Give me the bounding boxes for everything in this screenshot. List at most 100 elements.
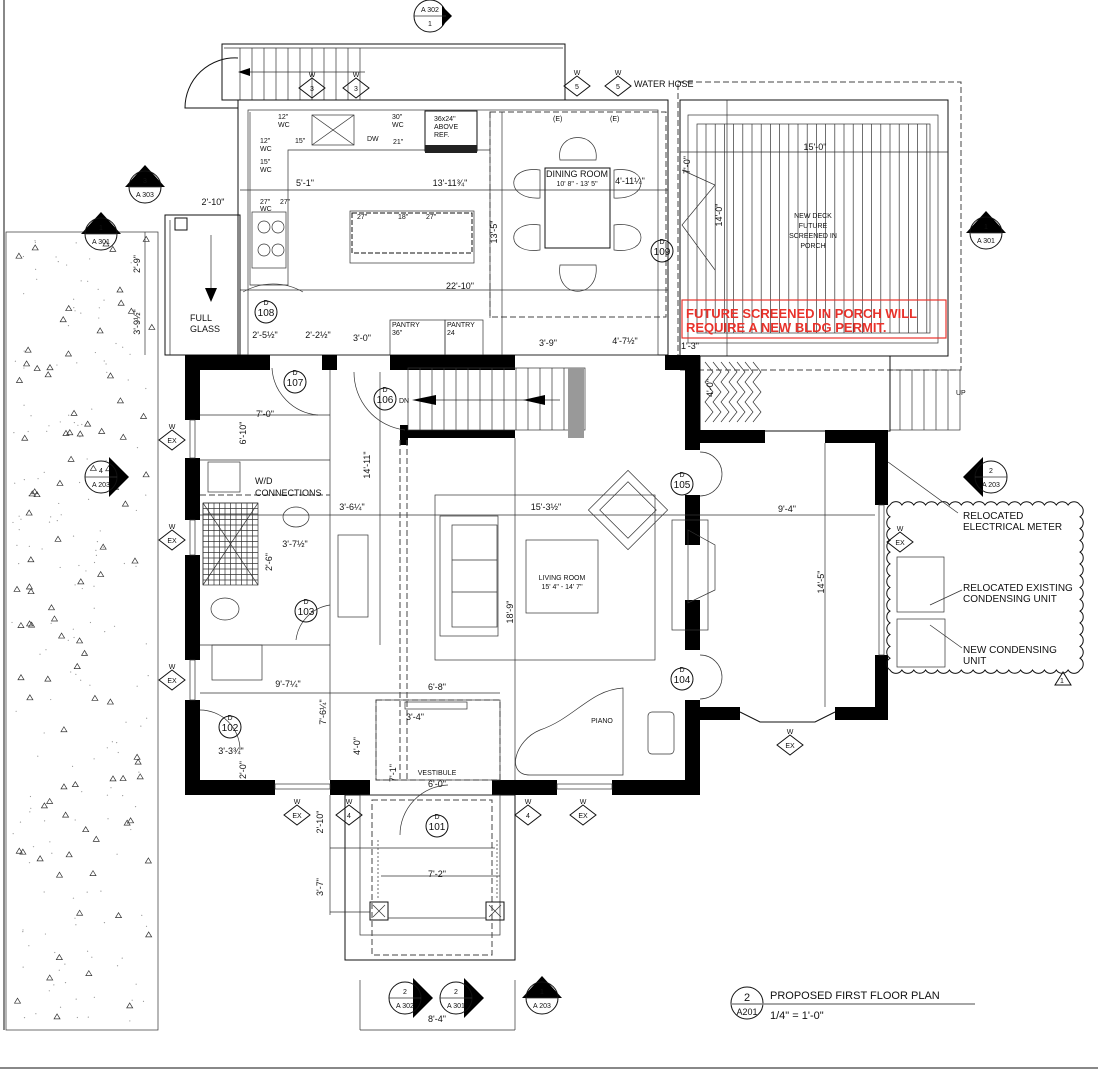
- permit-note-line-1: FUTURE SCREENED IN PORCH WILL: [686, 306, 917, 321]
- room-name-living: LIVING ROOM: [539, 575, 586, 582]
- svg-text:D: D: [679, 667, 684, 674]
- piano-label: PIANO: [591, 718, 613, 725]
- piano: [515, 687, 624, 776]
- svg-text:101: 101: [429, 822, 446, 833]
- window-tag[interactable]: WEX: [569, 799, 597, 826]
- section-marker[interactable]: 2A 203: [963, 457, 1008, 497]
- sink-icon: [311, 114, 355, 146]
- wd-label: CONNECTIONS: [255, 488, 322, 498]
- dining-table: [544, 167, 611, 249]
- window-tag[interactable]: WEX: [158, 664, 186, 691]
- pantry-label: PANTRY: [392, 322, 420, 329]
- dimension-label: 2'-10": [202, 197, 225, 207]
- drawing-title: 2 A201 PROPOSED FIRST FLOOR PLAN 1/4" = …: [730, 986, 975, 1022]
- svg-text:18": 18": [398, 214, 409, 221]
- dimension-label: 2'-6": [264, 553, 274, 571]
- section-marker[interactable]: 4A 203: [84, 457, 129, 497]
- svg-text:4: 4: [347, 813, 351, 820]
- svg-text:A 302: A 302: [396, 1003, 414, 1010]
- deck-label: SCREENED IN: [789, 233, 837, 240]
- svg-text:W: W: [525, 799, 532, 806]
- section-marker[interactable]: 2A 302: [388, 978, 433, 1018]
- dimension-label: 4'-0": [352, 737, 362, 755]
- svg-text:W: W: [897, 526, 904, 533]
- dimension-label: 4'-7½": [612, 336, 637, 346]
- window-tag[interactable]: W4: [514, 799, 542, 826]
- window-tag[interactable]: WEX: [776, 729, 804, 756]
- svg-text:W: W: [169, 424, 176, 431]
- revision-number: 1: [1060, 678, 1064, 685]
- svg-text:WC: WC: [392, 122, 404, 129]
- full-glass-label: GLASS: [190, 324, 220, 334]
- section-marker[interactable]: 1A 301: [81, 212, 121, 251]
- svg-text:27": 27": [260, 199, 271, 206]
- svg-text:D: D: [227, 715, 232, 722]
- section-marker[interactable]: 2A 301: [439, 978, 484, 1018]
- revision-triangle-icon: [1054, 671, 1072, 686]
- new-unit-annotation: NEW CONDENSING: [963, 645, 1057, 656]
- section-marker[interactable]: 1A 203: [522, 976, 562, 1015]
- svg-text:WC: WC: [260, 167, 272, 174]
- svg-text:W: W: [294, 799, 301, 806]
- svg-text:15": 15": [295, 138, 306, 145]
- dimension-label: 2'-2½": [305, 330, 330, 340]
- window-tag[interactable]: W5: [604, 70, 632, 97]
- dimension-label: 14'-11": [362, 451, 372, 478]
- svg-text:1: 1: [99, 225, 103, 232]
- dimension-label: 7'-0": [682, 156, 692, 174]
- dimension-label: 5'-1": [296, 178, 314, 188]
- labels: DINING ROOM 10' 8" - 13' 5" LIVING ROOM …: [190, 79, 1073, 777]
- dimension-label: 14'-5": [816, 571, 826, 594]
- window-tag[interactable]: WEX: [283, 799, 311, 826]
- svg-text:107: 107: [287, 378, 304, 389]
- dimension-label: 3'-6¼": [339, 502, 364, 512]
- pantry-label: 24: [447, 330, 455, 337]
- dimension-label: 18'-9": [505, 601, 515, 624]
- window-tag[interactable]: W4: [335, 799, 363, 826]
- window-tag[interactable]: WEX: [158, 424, 186, 451]
- window-tag[interactable]: W5: [563, 70, 591, 97]
- svg-text:A 301: A 301: [977, 238, 995, 245]
- svg-text:D: D: [659, 239, 664, 246]
- room-name-vestibule: VESTIBULE: [418, 770, 457, 777]
- svg-text:D: D: [434, 814, 439, 821]
- dimension-label: 14'-0": [714, 204, 724, 227]
- window-tag[interactable]: W3: [342, 72, 370, 99]
- svg-text:2: 2: [454, 989, 458, 996]
- svg-text:D: D: [382, 387, 387, 394]
- pantry-label: 36": [392, 330, 403, 337]
- dimension-label: 15'-3½": [531, 502, 561, 512]
- vestibule-porch: [329, 699, 516, 1031]
- section-marker[interactable]: 3A 303: [125, 165, 165, 204]
- dimension-label: 8'-4": [428, 1014, 446, 1024]
- dimension-label: 2'-5½": [252, 330, 277, 340]
- window-tag[interactable]: WEX: [158, 524, 186, 551]
- svg-text:W: W: [169, 664, 176, 671]
- existing-label: (E): [610, 116, 619, 123]
- window-tag[interactable]: WEX: [886, 526, 914, 553]
- window-tag[interactable]: W3: [298, 72, 326, 99]
- section-marker[interactable]: 1A 301: [966, 211, 1006, 250]
- svg-text:27": 27": [357, 214, 368, 221]
- armchair: [587, 469, 669, 551]
- column-icon: [369, 901, 389, 921]
- svg-text:D: D: [679, 472, 684, 479]
- svg-text:EX: EX: [578, 813, 588, 820]
- svg-text:2: 2: [989, 468, 993, 475]
- svg-text:102: 102: [222, 723, 239, 734]
- title-sheet: A201: [736, 1007, 757, 1017]
- coffee-table: [525, 539, 599, 614]
- svg-text:27": 27": [426, 214, 437, 221]
